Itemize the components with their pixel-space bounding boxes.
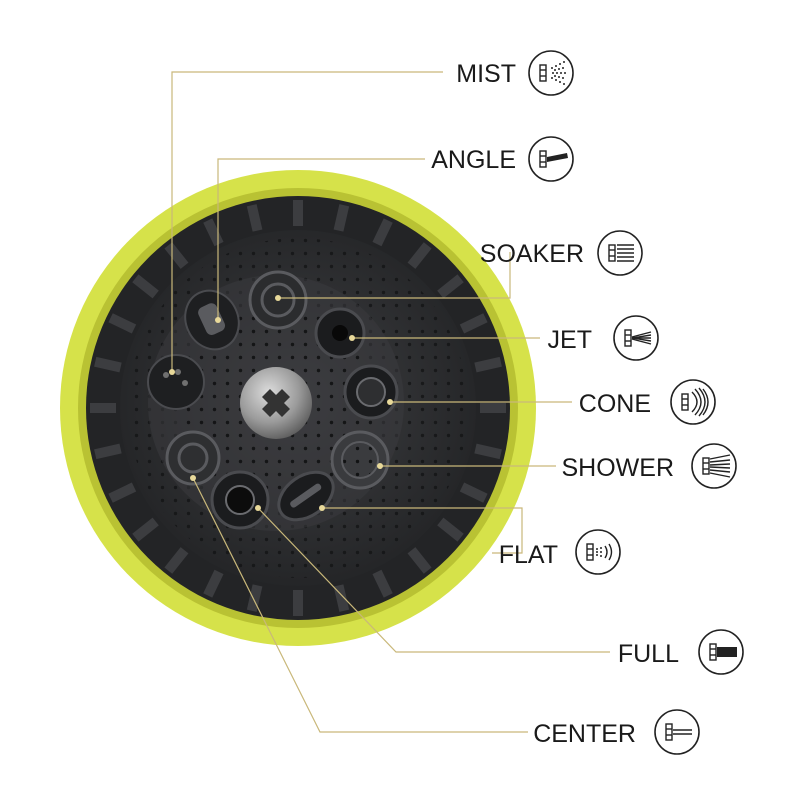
- jet-leader-dot: [349, 335, 355, 341]
- mist-outlet-hole: [175, 369, 181, 375]
- flat-spray-icon: [575, 529, 621, 575]
- cone-spray-icon: [670, 379, 716, 425]
- label-center: CENTER: [533, 720, 636, 748]
- angle-leader-dot: [215, 317, 221, 323]
- mist-outlet: [147, 354, 205, 410]
- full-leader-dot: [255, 505, 261, 511]
- mist-outlet-hole: [163, 372, 169, 378]
- housing-rib: [474, 356, 502, 373]
- center-leader: [192, 477, 528, 733]
- label-cone: CONE: [579, 390, 651, 418]
- angle-spray-icon: [528, 136, 574, 182]
- housing-rib: [108, 313, 137, 334]
- shower-spray-icon: [691, 443, 737, 489]
- flat-leader: [322, 507, 523, 554]
- nozzle-head: [60, 170, 536, 646]
- housing-rib: [407, 242, 432, 269]
- soaker-spray-icon: [597, 230, 643, 276]
- label-mist: MIST: [456, 60, 516, 88]
- label-angle: ANGLE: [431, 146, 516, 174]
- housing-rib: [246, 204, 263, 232]
- center-spray-icon: [654, 709, 700, 755]
- housing-rib: [333, 204, 350, 232]
- pattern-labels: MIST ANGLE SOAKER JET CONE SHOWER FLAT F…: [431, 60, 679, 748]
- screw-cross: [262, 389, 290, 417]
- housing-rib: [333, 584, 350, 612]
- housing-rib: [372, 569, 393, 598]
- jet-spray-icon: [613, 315, 659, 361]
- full-spray-icon: [698, 629, 744, 675]
- housing-rib: [372, 218, 393, 247]
- soaker-leader: [278, 252, 511, 299]
- full-outlet-center: [225, 485, 255, 515]
- center-outlet-inner: [177, 442, 209, 474]
- housing-rib: [94, 356, 122, 373]
- label-shower: SHOWER: [562, 454, 675, 482]
- center-leader-dot: [190, 475, 196, 481]
- center-outlet: [165, 430, 221, 486]
- housing-rib: [132, 274, 159, 299]
- housing-rib: [407, 547, 432, 574]
- cone-leader-dot: [387, 399, 393, 405]
- housing-rib: [94, 443, 122, 460]
- soaker-outlet-center: [260, 282, 296, 318]
- mist-spray-icon: [528, 50, 574, 96]
- full-leader: [257, 507, 610, 653]
- housing-ribs: [90, 200, 506, 616]
- soaker-leader-dot: [275, 295, 281, 301]
- flat-leader-dot: [319, 505, 325, 511]
- housing-rib: [203, 569, 224, 598]
- housing-rib: [108, 482, 137, 503]
- mist-outlet-hole: [182, 380, 188, 386]
- housing-rib: [246, 584, 263, 612]
- housing-rib: [459, 482, 488, 503]
- label-jet: JET: [548, 326, 592, 354]
- mist-leader: [171, 71, 443, 370]
- housing-rib: [437, 274, 464, 299]
- leader-lines: [171, 71, 610, 733]
- housing-rib: [164, 242, 189, 269]
- label-full: FULL: [618, 640, 679, 668]
- shower-outlet-center: [341, 441, 379, 479]
- jet-outlet-hole: [332, 325, 348, 341]
- housing-rib: [203, 218, 224, 247]
- mist-leader-dot: [169, 369, 175, 375]
- housing-rib: [132, 517, 159, 542]
- housing-rib: [474, 443, 502, 460]
- housing-rib: [437, 517, 464, 542]
- leader-dots: [169, 295, 393, 511]
- label-soaker: SOAKER: [480, 240, 584, 268]
- shower-leader-dot: [377, 463, 383, 469]
- housing-rib: [164, 547, 189, 574]
- flat-outlet-slit: [290, 483, 322, 508]
- housing-rib: [459, 313, 488, 334]
- label-flat: FLAT: [499, 541, 558, 569]
- cone-outlet-center: [356, 377, 386, 407]
- angle-leader: [217, 158, 425, 318]
